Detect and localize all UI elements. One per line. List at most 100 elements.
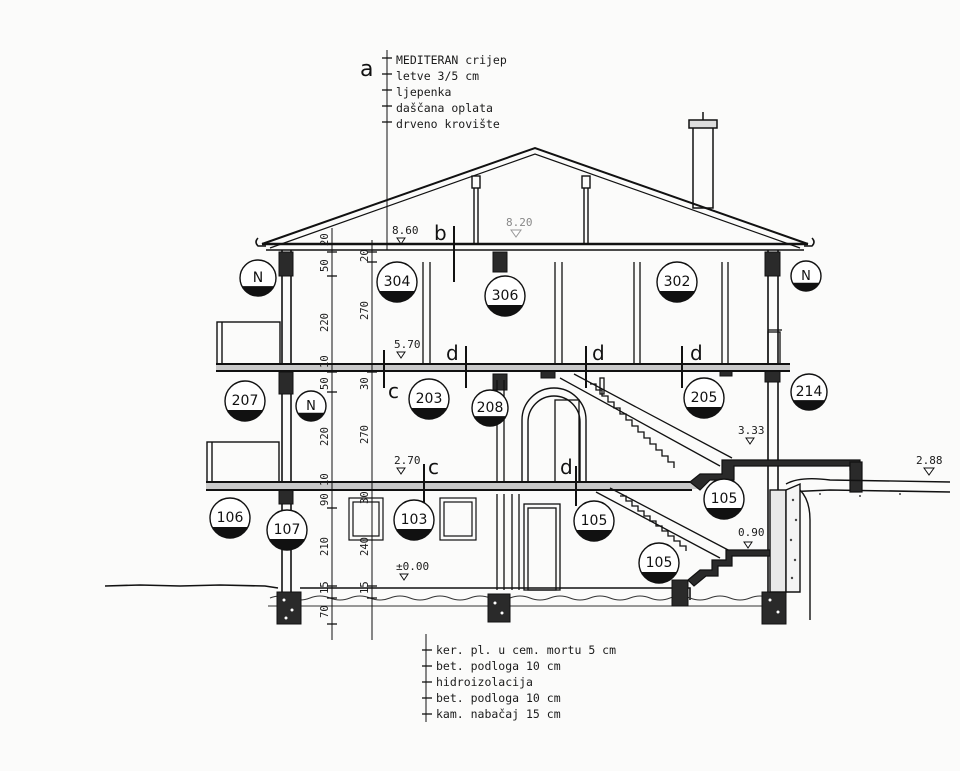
stair-lower <box>595 487 733 559</box>
dim-outer: 220 <box>319 427 331 446</box>
doors <box>523 399 580 591</box>
room-bubble-fill <box>641 572 677 583</box>
room-number: 105 <box>646 555 673 571</box>
roof-layer-1: MEDITERAN crijep <box>396 53 507 67</box>
floor-layer-5: kam. nabačaj 15 cm <box>436 707 561 721</box>
floor-layer-4: bet. podloga 10 cm <box>436 691 561 705</box>
room-bubble: 103 <box>393 499 435 541</box>
room-bubble: N <box>790 260 822 292</box>
room-bubble-fill <box>269 539 305 550</box>
level-second-floor: 5.70 <box>394 338 421 351</box>
outer-dimensions: 20 50 220 10 50 220 10 90 210 15 70 <box>319 233 331 618</box>
dim-inner: 30 <box>359 377 371 390</box>
room-bubble: 105 <box>703 478 745 520</box>
soil-hatch <box>789 493 901 580</box>
stair-upper <box>559 373 733 468</box>
floor-layer-1: ker. pl. u cem. mortu 5 cm <box>436 643 616 657</box>
gutters <box>255 237 815 247</box>
room-number: 106 <box>217 510 244 526</box>
marker-d-2: d <box>592 341 605 365</box>
room-number: 214 <box>796 384 823 400</box>
roof-layer-5: drveno krovište <box>396 117 500 131</box>
chimney <box>688 112 718 209</box>
room-number: 105 <box>711 491 738 507</box>
interior-walls <box>422 262 782 590</box>
marker-c-upper: c <box>388 379 399 403</box>
room-number: 208 <box>477 400 504 416</box>
room-bubble: 208 <box>471 389 509 427</box>
roof-layer-2: letve 3/5 cm <box>396 69 479 83</box>
room-number: N <box>801 269 811 284</box>
exterior-walls <box>281 250 779 592</box>
room-bubble: N <box>239 259 277 297</box>
level-markers <box>396 229 935 581</box>
room-bubble: 105 <box>573 500 615 542</box>
room-bubble-fill <box>792 400 826 411</box>
level-ridge: 8.20 <box>506 216 533 229</box>
dim-inner: 270 <box>359 301 371 320</box>
marker-a: a <box>360 57 373 82</box>
dim-inner: 15 <box>359 581 371 594</box>
dim-inner: 30 <box>359 491 371 504</box>
room-bubble-fill <box>212 527 248 538</box>
room-bubble-fill <box>473 416 507 427</box>
room-number: N <box>253 270 263 286</box>
room-bubble: 105 <box>638 542 680 584</box>
foundation-hatch <box>282 598 780 620</box>
room-bubble: 304 <box>376 261 418 303</box>
gravel-bed <box>268 595 780 607</box>
room-number: 304 <box>384 274 411 290</box>
room-bubble-fill <box>227 410 263 421</box>
level-first-floor: 2.70 <box>394 454 421 467</box>
room-bubble: 203 <box>408 378 450 420</box>
room-bubble: 306 <box>484 275 526 317</box>
foundations <box>276 579 787 625</box>
marker-d-4: d <box>560 455 573 479</box>
dimension-ticks <box>327 57 432 715</box>
room-bubble-fill <box>241 286 275 296</box>
level-terrace: 3.33 <box>738 424 765 437</box>
retaining-wall <box>769 482 801 593</box>
floor-layer-2: bet. podloga 10 cm <box>436 659 561 673</box>
room-bubble-fill <box>379 291 415 302</box>
room-number: 103 <box>401 512 428 528</box>
level-roof: 8.60 <box>392 224 419 237</box>
level-terrain-right: 2.88 <box>916 454 943 467</box>
room-number: N <box>306 399 316 414</box>
slab-fill <box>206 365 790 489</box>
dim-outer: 70 <box>319 605 331 618</box>
room-bubble-fill <box>411 408 447 419</box>
room-number: 302 <box>664 274 691 290</box>
room-number: 105 <box>581 513 608 529</box>
room-bubble: N <box>295 390 327 422</box>
room-number: 306 <box>492 288 519 304</box>
marker-b: b <box>434 221 447 245</box>
dim-outer: 50 <box>319 259 331 272</box>
room-number: 207 <box>232 393 259 409</box>
level-ground: ±0.00 <box>396 560 429 573</box>
room-number: 107 <box>274 522 301 538</box>
room-bubble-fill <box>686 407 722 418</box>
room-bubble-fill <box>659 291 695 303</box>
dim-outer: 20 <box>319 233 331 246</box>
marker-d-1: d <box>446 341 459 365</box>
dim-outer: 90 <box>319 493 331 506</box>
marker-c-lower: c <box>428 455 439 479</box>
dimension-lines <box>331 50 427 722</box>
dim-inner: 20 <box>359 249 371 262</box>
balconies <box>206 321 281 483</box>
floor-slabs <box>206 363 790 491</box>
room-bubble-fill <box>576 530 612 542</box>
roof-layer-4: daščana oplata <box>396 101 493 115</box>
room-bubble: 207 <box>224 380 266 422</box>
roof-layer-3: ljepenka <box>396 85 451 99</box>
section-marker-lines <box>383 226 683 508</box>
inner-dimensions: 20 270 30 270 30 240 15 <box>359 249 371 594</box>
dim-outer: 220 <box>319 313 331 332</box>
dim-outer: 10 <box>319 355 331 368</box>
roof-posts <box>471 175 591 244</box>
windows <box>348 497 477 541</box>
